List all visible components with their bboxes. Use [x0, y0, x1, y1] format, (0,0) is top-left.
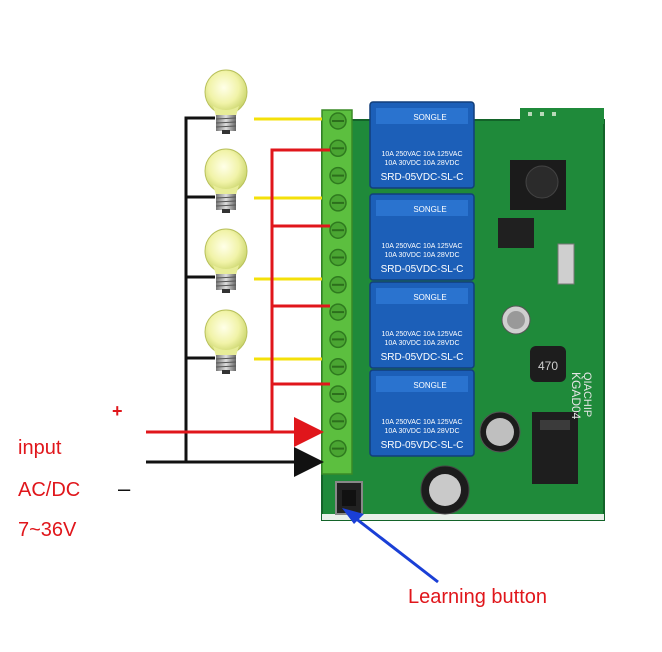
wire-black-bus: [184, 116, 215, 462]
bulb-tip: [222, 130, 230, 134]
relays: SONGLE 10A 250VAC 10A 125VAC 10A 30VDC 10A…: [369, 101, 475, 457]
bulb-glass: [204, 228, 248, 274]
bulbs: [204, 69, 248, 374]
bulb-thread: [215, 121, 237, 124]
relay-rating-1: 10A 250VAC 10A 125VAC: [381, 419, 462, 426]
relay-brand: SONGLE: [413, 293, 446, 302]
relay: SONGLE 10A 250VAC 10A 125VAC 10A 30VDC 10A…: [369, 369, 475, 457]
bulb-thread: [215, 276, 237, 279]
wires: [146, 116, 330, 477]
relay-rating-2: 10A 30VDC 10A 28VDC: [384, 428, 459, 435]
input-label: input: [18, 437, 62, 459]
plus-label: +: [112, 401, 123, 421]
acdc-label: AC/DC: [18, 479, 81, 501]
relay-rating-2: 10A 30VDC 10A 28VDC: [384, 252, 459, 259]
relay-rating-1: 10A 250VAC 10A 125VAC: [381, 151, 462, 158]
bulb-thread: [215, 361, 237, 364]
light-bulb-icon: [204, 228, 248, 293]
minus-label: –: [118, 476, 131, 501]
board-brand-text: QIACHIP: [581, 372, 593, 417]
bulb-tip: [222, 209, 230, 213]
capacitor-large: [420, 465, 470, 515]
wire-red-bus: [270, 148, 330, 432]
relay-header: [376, 200, 468, 216]
relay-header: [376, 376, 468, 392]
bulb-neck: [213, 106, 239, 116]
light-bulb-icon: [204, 69, 248, 134]
relay-rating-1: 10A 250VAC 10A 125VAC: [381, 331, 462, 338]
rf-module: [498, 160, 575, 285]
relay-model: SRD-05VDC-SL-C: [381, 264, 464, 275]
relay: SONGLE 10A 250VAC 10A 125VAC 10A 30VDC 10A…: [369, 193, 475, 281]
relay-model: SRD-05VDC-SL-C: [381, 172, 464, 183]
bulb-thread: [215, 196, 237, 199]
bulb-glass: [204, 309, 248, 355]
bulb-glass: [204, 69, 248, 115]
voltage-label: 7~36V: [18, 519, 77, 541]
relay-header: [376, 288, 468, 304]
bulb-thread: [215, 117, 237, 120]
relay-brand: SONGLE: [413, 205, 446, 214]
light-bulb-icon: [204, 309, 248, 374]
light-bulb-icon: [204, 148, 248, 213]
capacitor-small: [501, 305, 531, 335]
inductor: 470: [530, 346, 566, 382]
learning-button-label: Learning button: [408, 586, 548, 608]
learning-arrow: [349, 512, 439, 584]
bulb-glass: [204, 148, 248, 194]
relay-header: [376, 108, 468, 124]
relay-brand: SONGLE: [413, 113, 446, 122]
bulb-thread: [215, 280, 237, 283]
bulb-thread: [215, 204, 237, 207]
bulb-neck: [213, 185, 239, 195]
board-model-text: KGAD04: [569, 372, 583, 420]
relay-model: SRD-05VDC-SL-C: [381, 440, 464, 451]
bulb-neck: [213, 346, 239, 356]
relay-brand: SONGLE: [413, 381, 446, 390]
relay: SONGLE 10A 250VAC 10A 125VAC 10A 30VDC 10A…: [369, 281, 475, 369]
bulb-thread: [215, 200, 237, 203]
regulator-chip: [532, 412, 578, 484]
bulb-thread: [215, 357, 237, 360]
bulb-thread: [215, 284, 237, 287]
capacitor-mid: [479, 411, 521, 453]
bulb-tip: [222, 289, 230, 293]
relay-rating-2: 10A 30VDC 10A 28VDC: [384, 340, 459, 347]
relay-rating-1: 10A 250VAC 10A 125VAC: [381, 243, 462, 250]
relay: SONGLE 10A 250VAC 10A 125VAC 10A 30VDC 10A…: [369, 101, 475, 189]
bulb-neck: [213, 265, 239, 275]
inductor-label: 470: [538, 359, 558, 373]
relay-model: SRD-05VDC-SL-C: [381, 352, 464, 363]
bulb-tip: [222, 370, 230, 374]
terminal-block: [321, 109, 353, 475]
relay-rating-2: 10A 30VDC 10A 28VDC: [384, 160, 459, 167]
bulb-thread: [215, 125, 237, 128]
learning-arrow-head: [342, 508, 364, 524]
learning-button-component[interactable]: [335, 481, 363, 515]
bulb-thread: [215, 365, 237, 368]
